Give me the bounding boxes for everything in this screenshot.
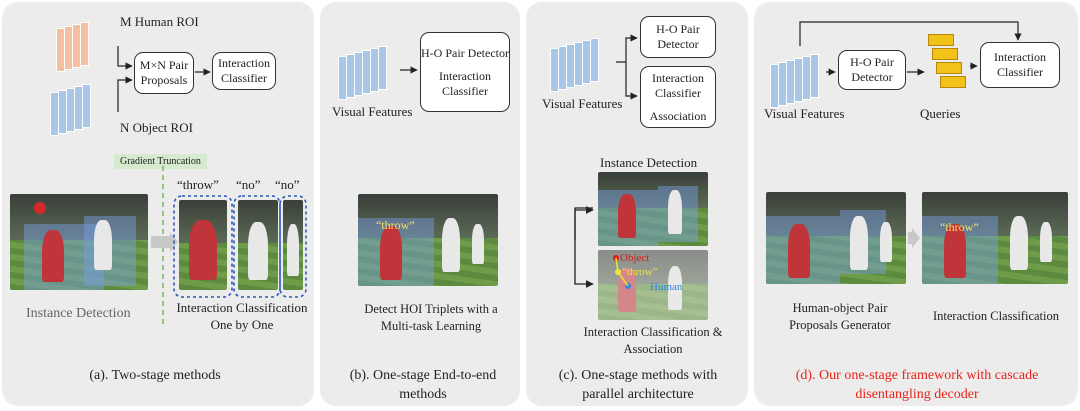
ho-pair-detector-label-c: H-O Pair Detector: [656, 22, 700, 51]
quote-throw-a: “throw”: [177, 177, 219, 192]
caption-c: (c). One-stage methods with parallel arc…: [558, 368, 718, 402]
interaction-classifier-label-d: Interaction Classifier: [994, 50, 1046, 79]
detect-text-b: Detect HOI Triplets with a Multi-task Le…: [364, 302, 498, 333]
crop-photo-no-1: [238, 200, 278, 290]
pair-proposals-box: M×N Pair Proposals: [134, 52, 194, 94]
interaction-classifier-label-a: Interaction Classifier: [218, 56, 270, 85]
interaction-classifier-box-d: Interaction Classifier: [980, 42, 1060, 88]
visual-features-stack-d: [770, 54, 830, 112]
throw-label-c: “throw”: [622, 266, 658, 278]
pair-proposals-label: M×N Pair Proposals: [139, 58, 189, 87]
object-roi-feature-stack: [50, 84, 110, 136]
object-label-c: Object: [620, 252, 650, 264]
ho-pair-detector-label-d: H-O Pair Detector: [850, 55, 894, 84]
detect-photo-b: [358, 194, 498, 286]
interaction-association-photo-c: [598, 250, 708, 320]
gradient-truncation-tag: Gradient Truncation: [114, 154, 207, 169]
visual-features-label-b: Visual Features: [332, 104, 413, 119]
caption-d: (d). Our one-stage framework with cascad…: [795, 368, 1039, 402]
interaction-classifier-label-b: Interaction Classifier: [439, 68, 491, 98]
human-label-c: Human: [650, 281, 683, 293]
visual-features-stack-b: [338, 46, 398, 104]
human-roi-feature-stack: [56, 22, 116, 72]
hoi-detector-box-b: H-O Pair Detector Interaction Classifier: [420, 32, 510, 112]
instance-detection-photo-a: [10, 194, 148, 290]
visual-features-stack-c: [550, 38, 610, 96]
caption-a: (a). Two-stage methods: [89, 368, 221, 383]
m-human-roi-label: M Human ROI: [120, 14, 199, 29]
proposals-photo-d: [766, 192, 906, 284]
overlay-throw-b: “throw”: [376, 218, 415, 232]
visual-features-label-c: Visual Features: [542, 96, 623, 111]
n-object-roi-label: N Object ROI: [120, 120, 193, 135]
visual-features-label-d: Visual Features: [764, 106, 845, 121]
ho-pair-detector-box-d: H-O Pair Detector: [838, 50, 906, 90]
instance-detection-label-a: Instance Detection: [26, 306, 131, 321]
caption-b: (b). One-stage End-to-end methods: [349, 368, 497, 402]
association-label-c: Association: [649, 108, 707, 123]
crop-photo-no-2: [283, 200, 303, 290]
interaction-association-box-c: Interaction Classifier Association: [640, 66, 716, 128]
interaction-classification-label-a: Interaction Classification One by One: [176, 300, 308, 332]
crop-photo-throw: [179, 200, 227, 290]
interaction-photo-d: [922, 192, 1068, 284]
interaction-classifier-box-a: Interaction Classifier: [212, 52, 276, 90]
queries-stack: [928, 34, 968, 94]
ho-pair-detector-box-c: H-O Pair Detector: [640, 16, 716, 58]
instance-detection-photo-c: [598, 172, 708, 246]
proposals-generator-label: Human-object Pair Proposals Generator: [789, 301, 891, 332]
interaction-assoc-label-c: Interaction Classification & Association: [583, 325, 723, 356]
instance-detection-label-c: Instance Detection: [600, 155, 698, 170]
interaction-classification-label-d: Interaction Classification: [932, 309, 1059, 323]
quote-no-a-2: “no”: [275, 177, 300, 192]
quote-no-a-1: “no”: [236, 177, 261, 192]
overlay-throw-d: “throw”: [940, 220, 979, 234]
ho-pair-detector-label-b: H-O Pair Detector: [421, 45, 509, 60]
interaction-classifier-label-c: Interaction Classifier: [652, 70, 704, 100]
queries-label: Queries: [920, 106, 961, 121]
